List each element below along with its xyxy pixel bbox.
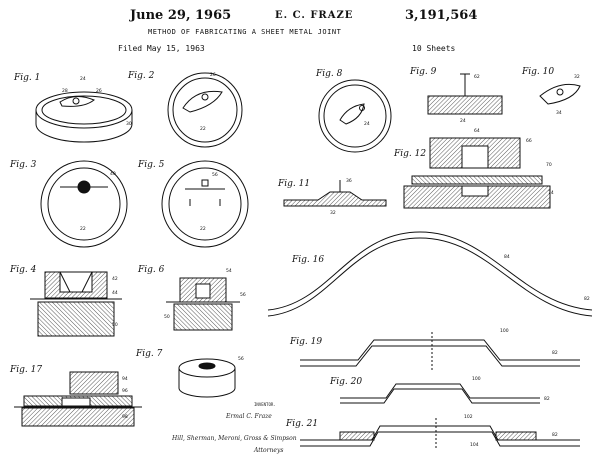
signature-caption: INVENTOR. [254,402,276,407]
figure-17 [14,371,142,427]
ref-label: 56 [238,356,244,362]
figure-3-label: Fig. 3 [9,160,37,170]
ref-label: 84 [504,254,510,260]
ref-label: 94 [122,376,128,382]
ref-label: 70 [546,162,552,168]
ref-label: 32 [574,74,580,80]
ref-label: 104 [470,442,479,448]
figure-7 [178,358,236,398]
figure-2-label: Fig. 2 [127,71,155,81]
figure-21-label: Fig. 21 [285,419,318,429]
figure-20 [340,383,540,404]
figure-12 [403,137,551,209]
ref-label: 32 [330,210,336,216]
ref-label: 50 [164,314,170,320]
ref-label: 22 [200,126,206,132]
figure-1-label: Fig. 1 [13,73,40,83]
figure-8 [318,79,392,153]
figure-9-label: Fig. 9 [409,67,437,77]
ref-label: 26 [210,72,216,78]
ref-label: 82 [552,432,558,438]
ref-label: 74 [548,190,554,196]
ref-label: 82 [552,350,558,356]
figure-2 [167,72,243,148]
figure-17-label: Fig. 17 [9,365,42,375]
ref-label: 22 [80,226,86,232]
figure-11-label: Fig. 11 [277,179,310,189]
figure-10 [539,83,581,105]
ref-label: 40 [110,171,116,177]
ref-label: 28 [62,88,68,94]
ref-label: 102 [464,414,473,420]
ref-label: 56 [240,292,246,298]
figure-8-label: Fig. 8 [315,69,343,79]
ref-label: 64 [474,128,480,134]
figure-19 [300,332,580,370]
figure-10-label: Fig. 10 [521,67,554,77]
figure-4-label: Fig. 4 [9,265,37,275]
ref-label: 98 [122,414,128,420]
figure-9 [427,73,503,115]
sheet-count: 10 Sheets [412,44,456,53]
figure-6 [166,277,240,331]
ref-label: 82 [584,296,590,302]
figure-4 [30,271,122,337]
ref-label: 100 [472,376,481,382]
figure-7-label: Fig. 7 [135,349,163,359]
figure-21 [300,418,580,450]
figure-1 [35,91,133,143]
ref-label: 34 [556,110,562,116]
patent-number: 3,191,564 [405,8,478,23]
ref-label: 24 [364,121,370,127]
ref-label: 26 [96,88,102,94]
figure-19-label: Fig. 19 [289,337,322,347]
figure-5-label: Fig. 5 [137,160,165,170]
figure-16 [267,231,593,317]
ref-label: 30 [126,121,132,127]
ref-label: 96 [122,388,128,394]
patent-title: METHOD OF FABRICATING A SHEET METAL JOIN… [148,28,342,36]
ref-label: 100 [500,328,509,334]
ref-label: 36 [346,178,352,184]
inventor-signature: Ermal C. Fraze [225,413,272,420]
ref-label: 62 [474,74,480,80]
inventor-name: E. C. FRAZE [275,10,354,21]
figure-11 [283,180,387,207]
figure-6-label: Fig. 6 [137,265,165,275]
ref-label: 24 [80,76,86,82]
ref-label: 66 [526,138,532,144]
attorneys-label: Attorneys [253,447,283,454]
figure-5 [161,160,249,248]
ref-label: 82 [544,396,550,402]
figure-20-label: Fig. 20 [329,377,362,387]
ref-label: 50 [112,322,118,328]
figure-3 [40,160,128,248]
figure-16-label: Fig. 16 [291,255,324,265]
ref-label: 22 [200,226,206,232]
ref-label: 42 [112,276,118,282]
ref-label: 54 [226,268,232,274]
patent-date: June 29, 1965 [130,8,232,23]
filing-date: Filed May 15, 1963 [118,44,205,53]
ref-label: 56 [212,172,218,178]
attorney-signature: Hill, Sherman, Meroni, Gross & Simpson [171,435,297,442]
ref-label: 24 [460,118,466,124]
ref-label: 44 [112,290,118,296]
figure-12-label: Fig. 12 [393,149,426,159]
